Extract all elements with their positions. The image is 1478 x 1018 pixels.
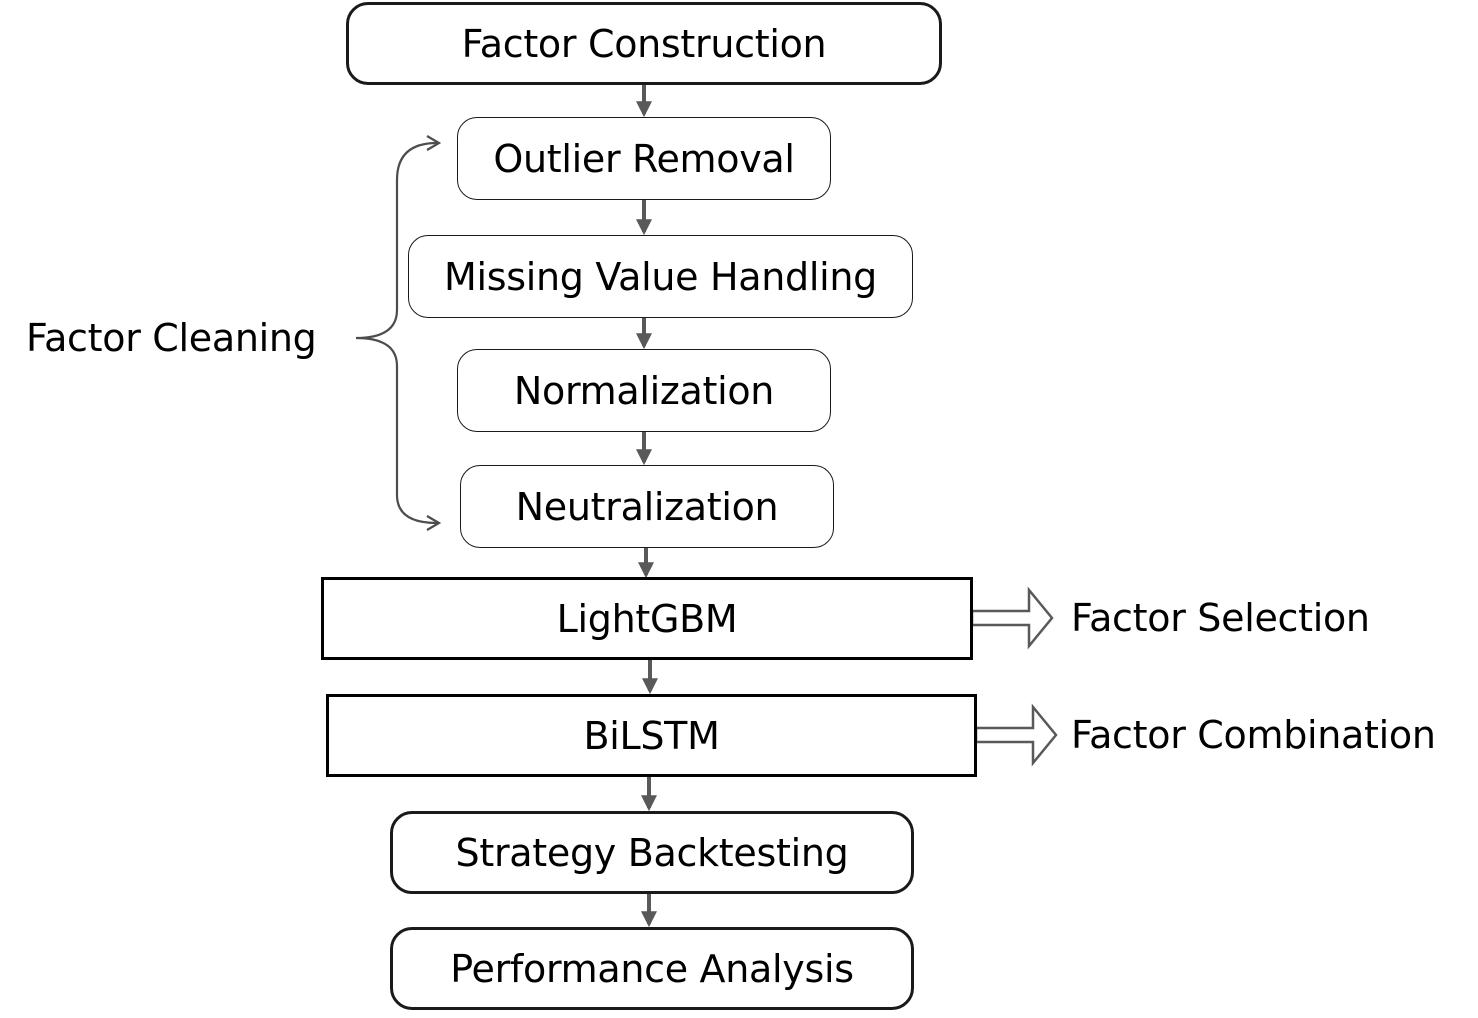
strategy-backtesting-node: Strategy Backtesting bbox=[390, 811, 914, 894]
neutralization-node: Neutralization bbox=[460, 465, 834, 548]
hollow-arrow-factor-combination bbox=[974, 703, 1058, 767]
factor-construction-node: Factor Construction bbox=[346, 2, 942, 85]
factor-selection-label: Factor Selection bbox=[1071, 596, 1370, 640]
bracket-arrowhead-bottom bbox=[426, 515, 442, 531]
bilstm-node: BiLSTM bbox=[326, 694, 977, 777]
factor-combination-label: Factor Combination bbox=[1071, 713, 1436, 757]
performance-analysis-node: Performance Analysis bbox=[390, 927, 914, 1010]
outlier-removal-node: Outlier Removal bbox=[457, 117, 831, 200]
lightgbm-node: LightGBM bbox=[321, 577, 973, 660]
missing-value-handling-node: Missing Value Handling bbox=[408, 235, 913, 318]
hollow-arrow-factor-selection bbox=[970, 586, 1054, 650]
factor-cleaning-bracket bbox=[355, 141, 438, 525]
factor-cleaning-label: Factor Cleaning bbox=[26, 316, 317, 360]
bracket-arrowhead-top bbox=[426, 135, 442, 151]
normalization-node: Normalization bbox=[457, 349, 831, 432]
